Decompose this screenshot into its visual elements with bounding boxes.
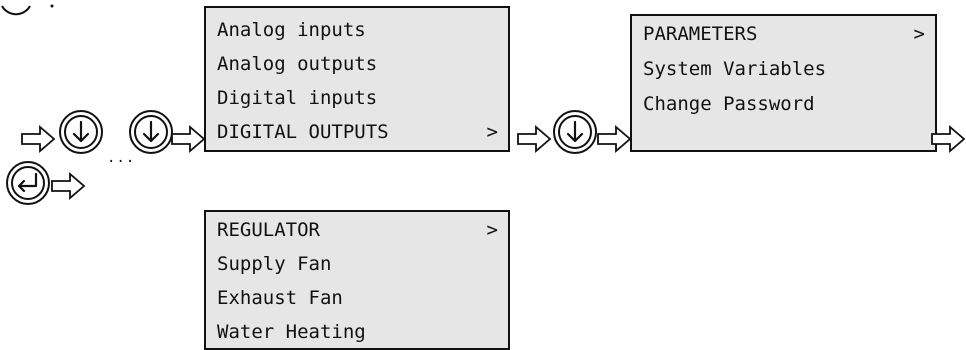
menu-item-analog-inputs[interactable]: Analog inputs	[217, 19, 366, 41]
flow-arrow-icon	[931, 125, 966, 153]
submenu-chevron-icon: >	[486, 121, 498, 143]
ellipsis: ...	[107, 150, 136, 166]
menu-item-regulator[interactable]: REGULATOR	[217, 219, 320, 241]
flow-arrow-icon	[517, 125, 552, 153]
menu-item-exhaust-fan[interactable]: Exhaust Fan	[217, 287, 343, 309]
submenu-chevron-icon: >	[486, 219, 498, 241]
flow-arrow-icon	[21, 125, 56, 153]
down-button-icon[interactable]	[58, 109, 104, 155]
lcd-screen-parameters-menu: REGULATOR > Supply Fan Exhaust Fan Water…	[204, 210, 510, 350]
down-button-icon[interactable]	[552, 109, 598, 155]
lcd-screen-main-menu: PARAMETERS > System Variables Change Pas…	[630, 14, 937, 152]
menu-item-analog-outputs[interactable]: Analog outputs	[217, 53, 378, 75]
menu-item-supply-fan[interactable]: Supply Fan	[217, 253, 332, 275]
menu-item-change-password[interactable]: Change Password	[643, 93, 815, 115]
flow-arrow-icon	[171, 125, 206, 153]
lcd-screen-io-menu: Analog inputs Analog outputs Digital inp…	[204, 6, 510, 152]
down-button-icon[interactable]	[128, 109, 174, 155]
menu-item-parameters[interactable]: PARAMETERS	[643, 23, 758, 45]
enter-button-icon[interactable]	[5, 160, 51, 206]
menu-item-digital-inputs[interactable]: Digital inputs	[217, 87, 378, 109]
flow-arrow-icon	[597, 125, 632, 153]
submenu-chevron-icon: >	[913, 23, 925, 45]
menu-item-water-heating[interactable]: Water Heating	[217, 321, 366, 343]
flow-arrow-icon	[51, 172, 86, 200]
menu-item-digital-outputs[interactable]: DIGITAL OUTPUTS	[217, 121, 389, 143]
menu-item-system-variables[interactable]: System Variables	[643, 58, 827, 80]
partial-button-icon	[1, 4, 54, 16]
